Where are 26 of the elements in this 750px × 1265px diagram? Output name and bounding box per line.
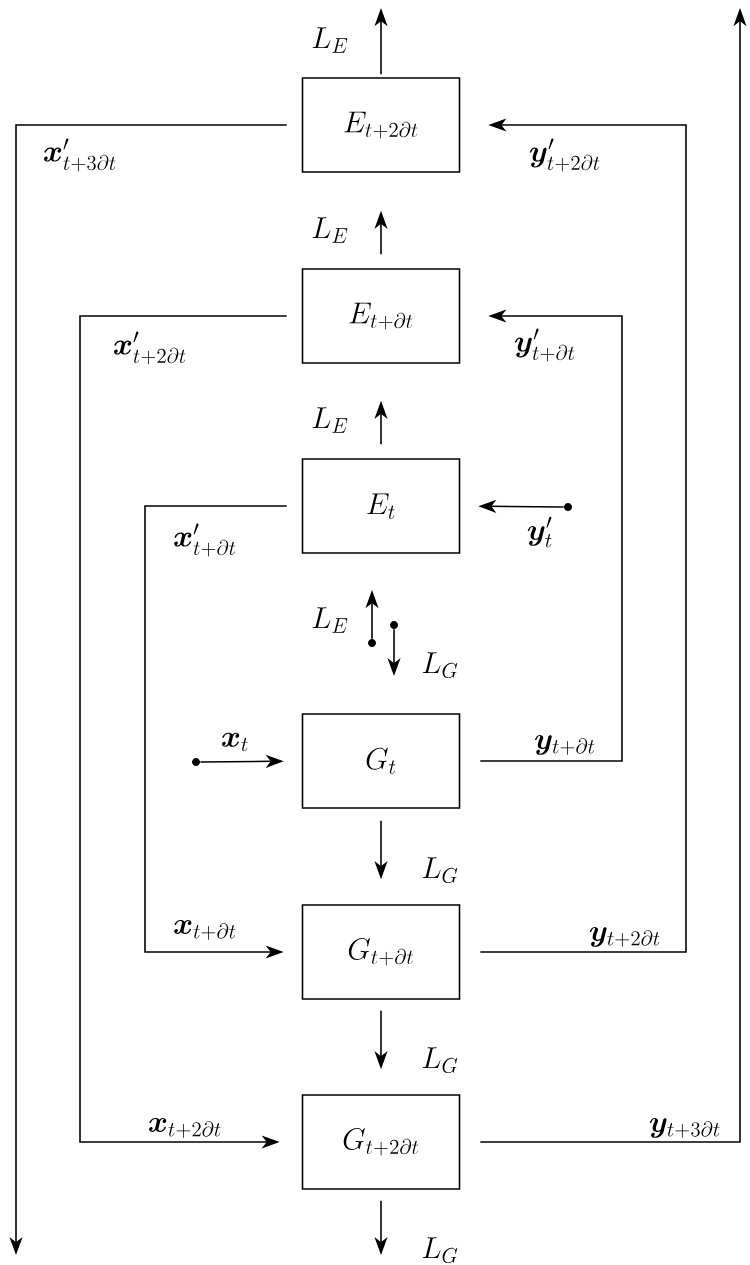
process-box: $E_{t+\partial t}$ [301, 268, 461, 364]
edge-label: $\bm{x}_t$ [222, 732, 248, 752]
edge-label: $L_G$ [422, 652, 458, 679]
variable-label: $\bm{x}_{t+2\partial t}$ [149, 1117, 221, 1138]
edge-label: $L_G$ [422, 857, 458, 884]
edge-label: $\bm{y}_{t+\partial t}$ [535, 734, 595, 755]
edge-label: $L_E$ [312, 217, 348, 243]
edge-label: $\bm{x}'_{t+3\partial t}$ [44, 138, 116, 172]
process-box: $G_{t+2\partial t}$ [301, 1094, 461, 1190]
variable-label: $\bm{y}'_{t+2\partial t}$ [529, 138, 600, 172]
edge-label: $L_G$ [422, 1237, 458, 1264]
variable-label: $\bm{y}'_{t+\partial t}$ [515, 328, 575, 362]
process-box: $G_{t+\partial t}$ [301, 904, 461, 1000]
edge-label: $\bm{y}_{t+3\partial t}$ [649, 1117, 720, 1138]
edge-label: $\bm{y}'_t$ [527, 516, 552, 548]
edge-label: $L_E$ [312, 407, 348, 433]
process-box: $E_{t+2\partial t}$ [301, 77, 461, 173]
edge-label: $L_G$ [422, 1047, 458, 1074]
edge-label: $L_E$ [312, 607, 348, 633]
process-box: $E_t$ [301, 458, 461, 554]
edge-label: $\bm{y}_{t+2\partial t}$ [589, 926, 660, 947]
process-box: $G_t$ [301, 713, 461, 809]
edge-label: $\bm{x}'_{t+2\partial t}$ [114, 331, 186, 365]
variable-label: $\bm{x}_{t+\partial t}$ [174, 919, 236, 940]
edge-label: $\bm{x}'_{t+\partial t}$ [174, 523, 236, 557]
edge-label: $L_E$ [312, 27, 348, 53]
